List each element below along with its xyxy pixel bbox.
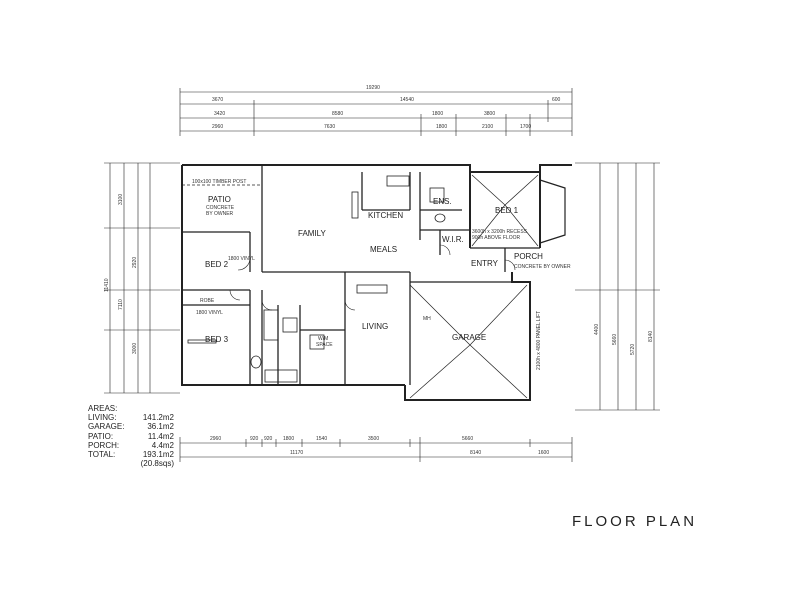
room-bed2: BED 2 [205,260,229,269]
door-swings [229,244,516,311]
dim-bot-5660: 5660 [462,436,473,442]
room-living: LIVING [362,322,388,331]
room-kitchen: KITCHEN [368,211,403,220]
garage-door-note: 2100h x 4800 PANEL LIFT [536,311,542,370]
room-bed3: BED 3 [205,335,229,344]
recess-note: 3600h x 3200h RECESS [472,229,528,235]
room-entry: ENTRY [471,259,499,268]
porch-note: CONCRETE BY OWNER [514,264,571,270]
wm-space-1: W/M [318,336,328,342]
dim-bot-3500: 3500 [368,436,379,442]
room-family: FAMILY [298,229,327,238]
room-meals: MEALS [370,245,397,254]
interior-walls [182,165,540,385]
dim-top-8580: 8580 [332,111,343,117]
room-labels: 100x100 TIMBER POST PATIO CONCRETE BY OW… [192,179,571,370]
dim-top-1800b: 1800 [436,124,447,130]
room-ens: ENS. [433,197,452,206]
patio-note-2: BY OWNER [206,211,234,217]
area-value: 36.1m2 [147,422,174,432]
dim-bot-1800: 1800 [283,436,294,442]
room-robe: ROBE [200,298,215,304]
area-label: GARAGE: [88,422,125,432]
dim-top-2960: 2960 [212,124,223,130]
area-value: 193.1m2 [142,450,174,460]
dim-right-8140: 8140 [648,331,654,342]
room-bed1: BED 1 [495,206,519,215]
area-squares: (20.8sqs) [140,459,174,469]
room-porch: PORCH [514,252,543,261]
dim-left-3000: 3000 [132,343,138,354]
dim-top-1800a: 1800 [432,111,443,117]
area-value: 4.4m2 [151,440,174,450]
dim-top-600: 600 [552,97,561,103]
areas-row-total: TOTAL: 193.1m2 [88,450,174,459]
right-dimension-lines [575,162,660,411]
dim-top-14540: 14540 [400,97,414,103]
vinyl-note-2: 1800 VINYL [196,310,223,316]
plan-title: FLOOR PLAN [572,513,698,530]
bottom-dimension-lines [179,437,573,462]
patio-note-1: CONCRETE [206,205,235,211]
room-garage: GARAGE [452,333,486,342]
area-value: 141.2m2 [142,413,174,423]
areas-row-patio: PATIO: 11.4m2 [88,432,174,441]
manhole-label: MH [423,316,431,322]
wm-space-2: SPACE [316,342,333,348]
areas-row-squares: (20.8sqs) [88,459,174,468]
dim-top-1700: 1700 [520,124,531,130]
dim-top-3800: 3800 [484,111,495,117]
areas-row-garage: GARAGE: 36.1m2 [88,422,174,431]
dim-top-7630: 7630 [324,124,335,130]
dim-left-3100: 3100 [118,194,124,205]
top-dimension-lines [179,88,573,136]
area-value: 11.4m2 [147,431,174,441]
dimension-labels: 19290 3670 14540 600 3420 8580 1800 3800… [104,85,654,456]
room-wir: W.I.R. [442,235,464,244]
area-label: PORCH: [88,440,120,450]
dim-right-5720: 5720 [630,344,636,355]
dim-right-5660: 5660 [612,334,618,345]
areas-table: AREAS: LIVING: 141.2m2 GARAGE: 36.1m2 PA… [88,404,174,468]
dim-bot-1540: 1540 [316,436,327,442]
garage-roof-lines [409,284,528,399]
timber-post-note: 100x100 TIMBER POST [192,179,246,185]
bay-window [539,179,566,244]
area-label: TOTAL: [88,450,116,460]
areas-heading: AREAS: [88,404,118,413]
dim-bot-920b: 920 [264,436,273,442]
dim-left-7110: 7110 [118,299,124,310]
dim-bot-2960: 2960 [210,436,221,442]
dim-bot-920a: 920 [250,436,259,442]
dim-top-3670: 3670 [212,97,223,103]
left-dimension-lines [104,162,180,394]
dim-bot-11170: 11170 [290,450,303,456]
area-label: LIVING: [88,413,117,423]
dim-left-11410: 11410 [104,278,110,292]
dim-top-total: 19290 [366,85,380,91]
outer-walls [181,164,572,401]
dim-top-2100: 2100 [482,124,493,130]
area-label: PATIO: [88,431,114,441]
fixtures [187,175,446,383]
vinyl-note-1: 1800 VINYL [228,256,255,262]
dim-bot-1600: 1600 [538,450,549,456]
dim-right-4400: 4400 [594,324,600,335]
bed1-roof-lines [471,174,539,247]
recess-note-2: 900h ABOVE FLOOR [472,235,520,241]
room-patio: PATIO [208,195,231,204]
dim-bot-8140: 8140 [470,450,481,456]
dim-left-2920: 2920 [132,257,138,268]
areas-row-porch: PORCH: 4.4m2 [88,441,174,450]
areas-row-living: LIVING: 141.2m2 [88,413,174,422]
dim-top-3420: 3420 [214,111,225,117]
